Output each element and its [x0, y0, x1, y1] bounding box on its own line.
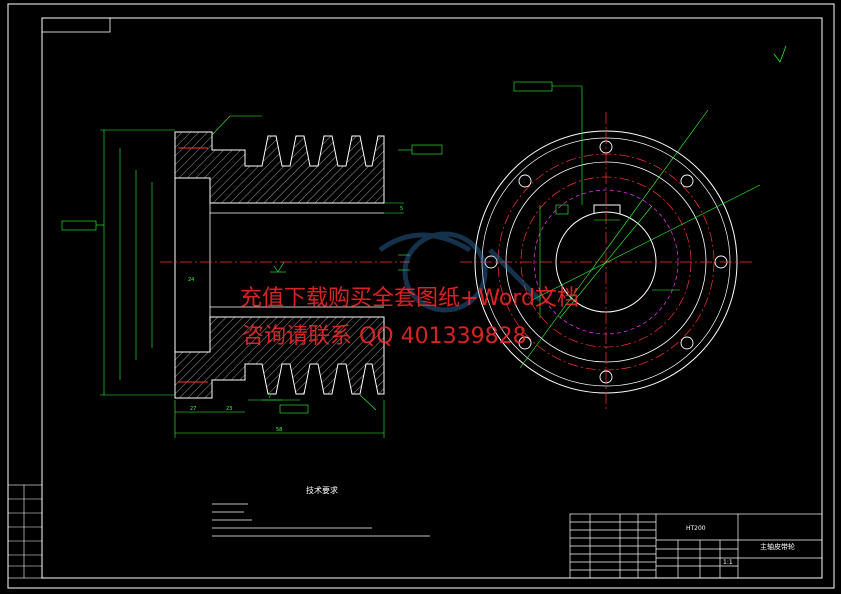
dim-groove-offset: 23: [226, 406, 232, 412]
drawing-number-box: [41, 17, 111, 33]
inner-frame: [41, 17, 823, 579]
outer-frame: [7, 3, 835, 589]
tech-requirements-title: 技术要求: [306, 485, 338, 495]
logo-watermark: [378, 231, 542, 313]
dim-hub-length: 27: [190, 406, 196, 412]
dim-keyway: 5: [400, 206, 403, 212]
dim-total-length: 58: [276, 427, 282, 433]
part-name-label: 主轴皮带轮: [760, 542, 795, 551]
material-label: HT200: [686, 525, 706, 532]
scale-label: 1:1: [723, 559, 733, 566]
left-stamp-table: [7, 484, 43, 579]
keyway: [593, 204, 621, 214]
pulley-end-view: [270, 45, 787, 412]
title-block: [569, 513, 823, 579]
hub-lower: [174, 316, 385, 399]
watermark-line-1: 充值下载购买全套图纸+Word文档: [240, 286, 579, 311]
roughness-symbol: [773, 45, 787, 63]
hub-upper: [174, 131, 385, 204]
tech-requirements-lines: [212, 503, 430, 537]
dim-left: 24: [188, 277, 194, 283]
dim-groove-pitch: 7: [268, 394, 271, 400]
pulley-section-view: 58 27 23 7 24 5: [61, 115, 443, 438]
watermark-line-2: 咨询请联系 QQ 401339828: [242, 324, 527, 349]
